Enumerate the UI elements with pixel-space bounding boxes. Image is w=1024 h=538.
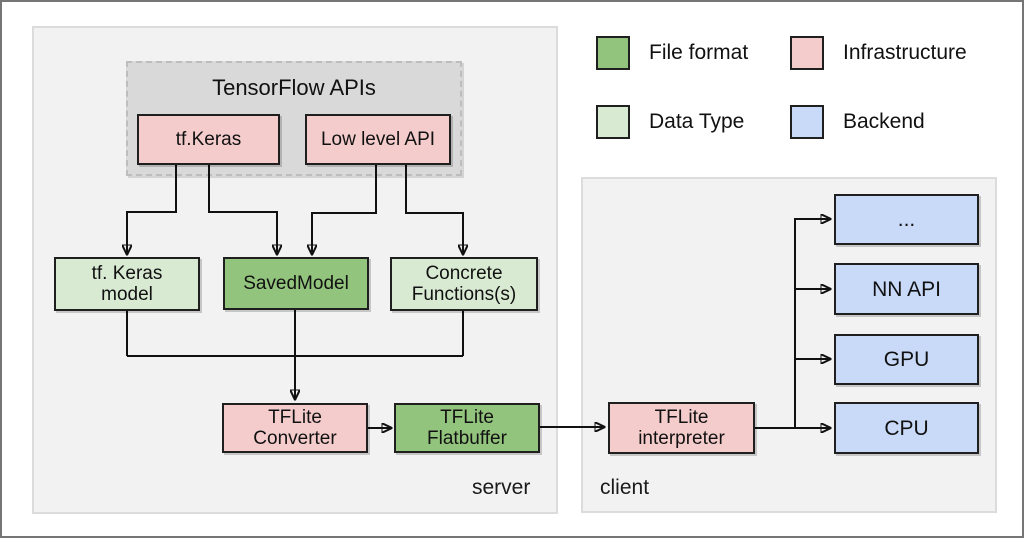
- file-format-swatch: [596, 36, 630, 70]
- legend-item-backend: Backend: [790, 105, 925, 139]
- legend-item-infrastructure: Infrastructure: [790, 36, 967, 70]
- node-label: ...: [897, 208, 916, 231]
- tensorflow-apis-title: TensorFlow APIs: [212, 75, 376, 100]
- node-concrete-functions: Concrete Functions(s): [390, 257, 538, 311]
- node-label: Flatbuffer: [427, 428, 507, 449]
- node-label: TFLite: [268, 407, 322, 428]
- node-tflite-interpreter: TFLite interpreter: [608, 402, 755, 454]
- node-low-level-api: Low level API: [305, 114, 451, 165]
- node-tf-keras-model: tf. Keras model: [54, 257, 200, 311]
- node-label: SavedModel: [243, 273, 349, 294]
- node-tflite-flatbuffer: TFLite Flatbuffer: [394, 403, 540, 453]
- node-label: tf.Keras: [175, 129, 242, 150]
- node-tflite-converter: TFLite Converter: [222, 403, 368, 453]
- node-label: Low level API: [320, 129, 436, 150]
- node-label: Concrete: [425, 263, 503, 284]
- backend-swatch: [790, 105, 824, 139]
- node-saved-model: SavedModel: [223, 257, 369, 310]
- node-tf-keras: tf.Keras: [137, 114, 280, 165]
- legend-item-data-type: Data Type: [596, 105, 744, 139]
- legend-label: File format: [649, 41, 749, 64]
- node-label: tf. Keras: [91, 263, 163, 284]
- legend-item-file-format: File format: [596, 36, 748, 70]
- legend-label: Data Type: [649, 110, 745, 133]
- legend-label: Infrastructure: [843, 41, 967, 64]
- infrastructure-swatch: [790, 36, 824, 70]
- node-backend-cpu: CPU: [834, 402, 979, 454]
- server-region-label: server: [472, 476, 531, 499]
- legend-label: Backend: [843, 110, 925, 133]
- node-label: CPU: [884, 416, 929, 440]
- node-label: TFLite: [440, 407, 494, 428]
- node-label: Functions(s): [411, 284, 517, 305]
- node-label: model: [101, 284, 153, 305]
- node-backend-nn-api: NN API: [834, 263, 979, 315]
- data-type-swatch: [596, 105, 630, 139]
- node-backend-other: ...: [834, 194, 979, 245]
- node-label: GPU: [883, 348, 930, 371]
- node-backend-gpu: GPU: [834, 334, 979, 385]
- node-label: interpreter: [638, 428, 725, 449]
- node-label: TFLite: [654, 407, 709, 428]
- client-region-label: client: [600, 476, 650, 499]
- node-label: NN API: [872, 277, 941, 301]
- node-label: Converter: [253, 428, 337, 449]
